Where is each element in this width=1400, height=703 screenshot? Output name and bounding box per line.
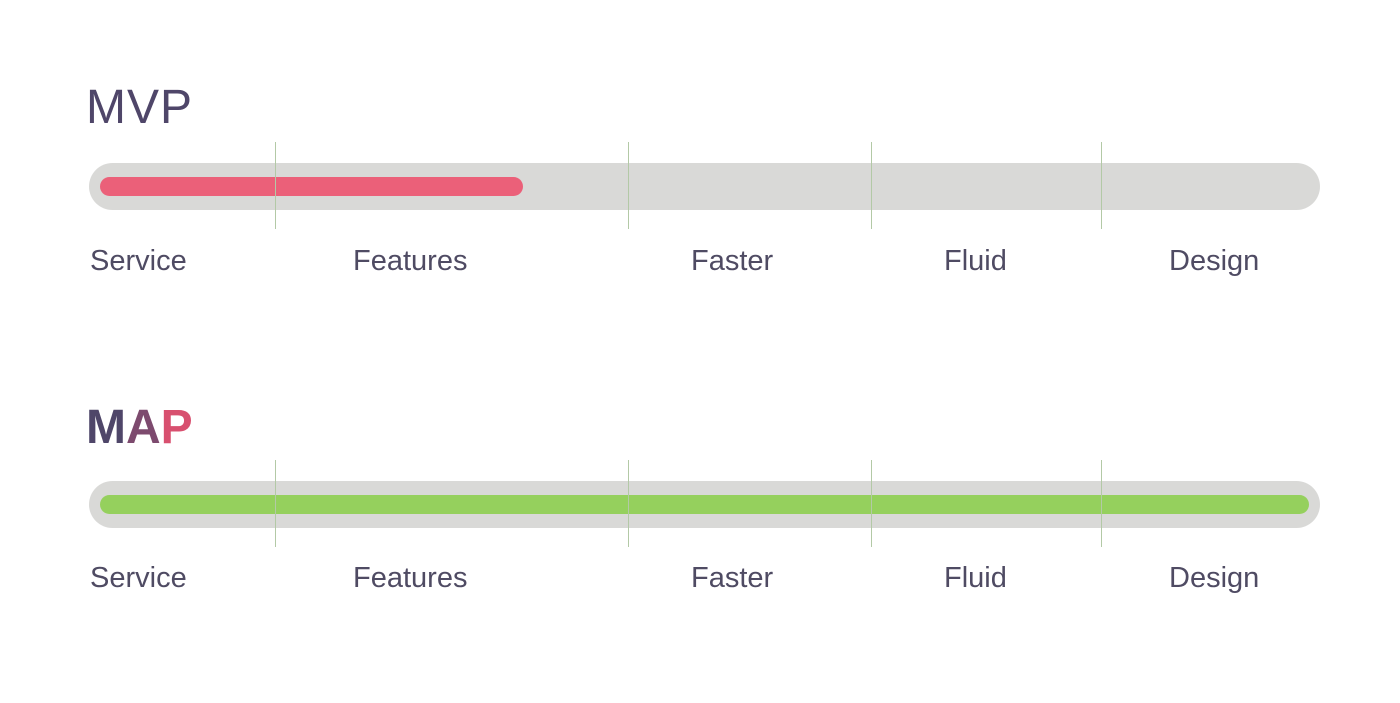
stage-divider [1101, 460, 1102, 547]
stage-divider [871, 460, 872, 547]
stage-label-design: Design [1169, 562, 1260, 594]
map-progress-track [89, 481, 1320, 528]
mvp-title-letter-m: M [86, 81, 127, 134]
mvp-progress-fill [100, 177, 523, 196]
mvp-title: MVP [86, 84, 193, 132]
stage-label-features: Features [353, 245, 468, 277]
map-progress-fill [100, 495, 1309, 514]
stage-label-service: Service [90, 245, 187, 277]
stage-label-service: Service [90, 562, 187, 594]
stage-label-faster: Faster [691, 562, 774, 594]
mvp-row: MVP Service Features Faster Fluid Design [0, 0, 1400, 330]
stage-divider [628, 142, 629, 229]
stage-divider [871, 142, 872, 229]
stage-label-faster: Faster [691, 245, 774, 277]
stage-label-features: Features [353, 562, 468, 594]
map-title-letter-p: P [160, 401, 193, 454]
map-title-letter-m: M [86, 401, 126, 454]
stage-label-fluid: Fluid [944, 562, 1007, 594]
stage-divider [628, 460, 629, 547]
mvp-title-letter-v: V [126, 81, 160, 134]
stage-divider [1101, 142, 1102, 229]
stage-label-design: Design [1169, 245, 1260, 277]
mvp-progress-track [89, 163, 1320, 210]
stage-divider [275, 142, 276, 229]
mvp-title-letter-p: P [160, 81, 194, 134]
stage-divider [275, 460, 276, 547]
map-title-letter-a: A [125, 401, 161, 454]
stage-label-fluid: Fluid [944, 245, 1007, 277]
map-title: MAP [86, 404, 193, 452]
